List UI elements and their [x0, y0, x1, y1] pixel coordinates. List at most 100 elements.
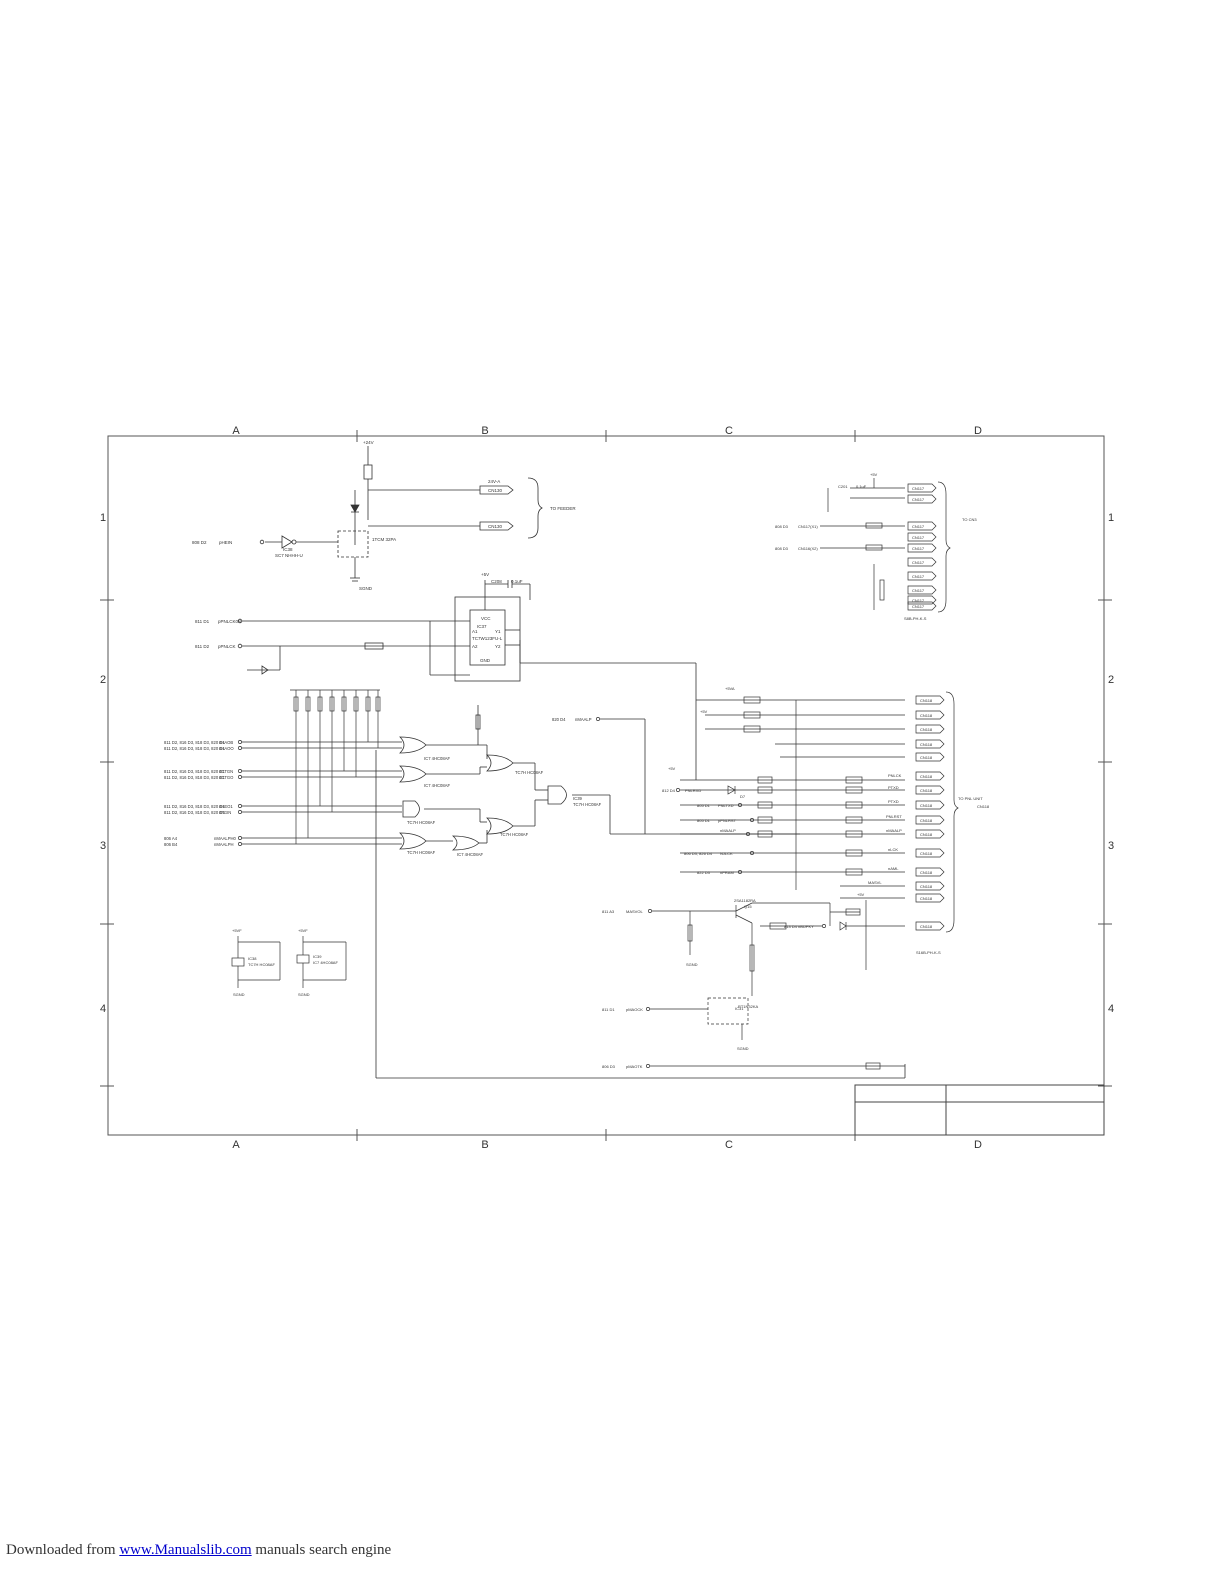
- ic31-ref: IC31: [735, 1006, 744, 1011]
- or-in-5-ref: 811 D2, 816 D3, 818 D3, 820 D1: [164, 804, 225, 809]
- title-block: [854, 1084, 1105, 1136]
- col-label-top-a: A: [232, 425, 240, 437]
- or-in-7-name: nMAALPH0: [214, 836, 237, 841]
- cn118-connector: CN118: [977, 804, 990, 809]
- ic37-a1: A1: [472, 629, 478, 634]
- cn117-pin-5: CN117: [912, 546, 925, 551]
- cn117-pin-6: CN117: [912, 560, 925, 565]
- cn118-pin-2: CN118: [920, 713, 933, 718]
- manualslib-link[interactable]: www.Manualslib.com: [119, 1542, 252, 1558]
- ic37-ref: IC37: [477, 624, 487, 629]
- cn118-pin-11: CN118: [920, 851, 933, 856]
- cn118-pin-5: CN118: [920, 755, 933, 760]
- cn118-in-1-name: PNLRXD: [685, 788, 701, 793]
- cn118-supply-3: +5V: [668, 766, 676, 771]
- bottom-supply: +5V: [857, 892, 865, 897]
- decoupling-vcc-b: +5VF: [298, 928, 308, 933]
- sheet-border: [107, 435, 1105, 1136]
- or-in-2-ref: 811 D2, 816 D3, 818 D3, 820 D1: [164, 746, 225, 751]
- or-in-3-name: nCTGN: [219, 769, 233, 774]
- cn117-cap-value: 0.1uF: [856, 484, 867, 489]
- col-label-top-d: D: [974, 425, 982, 437]
- cn117-pin-9: CN117: [912, 598, 925, 603]
- left-sig-2-name: pPNLCK: [218, 644, 236, 649]
- ic37-vcc: VCC: [481, 616, 491, 621]
- left-sig-1-port: [237, 618, 243, 624]
- cn117-in2-ref: 808 D3: [775, 546, 789, 551]
- or-in-7-ref: 806 A4: [164, 836, 178, 841]
- cn118-block: [680, 696, 905, 899]
- or-in-1-ref: 811 D2, 816 D3, 818 D3, 820 D1: [164, 740, 225, 745]
- gate-out-name: nMAALP: [575, 717, 592, 722]
- input-lines: [242, 741, 402, 845]
- cn118-supply-1: +5VA: [725, 686, 735, 691]
- row-label-right-4: 4: [1108, 1003, 1114, 1015]
- cn117-pin-7: CN117: [912, 574, 925, 579]
- cn118-sig-2: PTXD: [888, 785, 899, 790]
- cn118-in-4-name: nMAALP: [720, 828, 736, 833]
- buffer-ref: IC38: [283, 547, 293, 552]
- cn117-label: TO CN3: [962, 517, 977, 522]
- col-label-top-b: B: [481, 425, 488, 437]
- col-label-bottom-c: C: [725, 1139, 733, 1151]
- cn118-in-2-name: PNLTXD: [718, 803, 734, 808]
- row-label-right-3: 3: [1108, 840, 1114, 852]
- cn118-sig-1: PNLCK: [888, 773, 902, 778]
- cn117-pin-10: CN117: [912, 604, 925, 609]
- bupky-signal: 813 D4 nBUPKY: [784, 924, 814, 929]
- cn118-pin-6: CN118: [920, 774, 933, 779]
- cn118-pin-10: CN118: [920, 832, 933, 837]
- decoupling-ic-b-part: IC7 4HC08AF: [313, 960, 338, 965]
- cn118-sig-3: PTXD: [888, 799, 899, 804]
- cn118-sig-7: nLCK: [888, 847, 898, 852]
- cn118-part: S16B-PH-K-S: [916, 950, 941, 955]
- cn117-supply: +5V: [870, 472, 878, 477]
- feeder-section: [265, 446, 543, 582]
- q15-ref: Q15: [744, 904, 752, 909]
- cn117-pin-1: CN117: [912, 486, 925, 491]
- cn117-part: S8B-PH-K-S: [904, 616, 927, 621]
- or-input-ports: [238, 717, 600, 846]
- col-label-bottom-d: D: [974, 1139, 982, 1151]
- col-label-top-c: C: [725, 425, 733, 437]
- cn118-pin-8: CN118: [920, 803, 933, 808]
- decoupling-ic-b: IC39: [313, 954, 322, 959]
- cn118-pin-14: CN118: [920, 896, 933, 901]
- buffer-part: SC7 NHHH-U: [275, 553, 303, 558]
- cn118-diode: D7: [740, 794, 746, 799]
- or-in-8-ref: 806 B4: [164, 842, 178, 847]
- bottom-ground-2: SGND: [737, 1046, 749, 1051]
- decoupling-ic-a-part: TC7H HC08AF: [248, 962, 275, 967]
- ic37-cap: C208: [491, 579, 502, 584]
- cn118-supply-2: +5V: [700, 709, 708, 714]
- feeder-ground: SGND: [359, 586, 373, 591]
- gate-part-b-2: TC7H HC08AF: [407, 850, 436, 855]
- decoupling-ic-a: IC38: [248, 956, 257, 961]
- cn117-pin-8: CN117: [912, 588, 925, 593]
- pheIn-ref: 808 D2: [192, 540, 207, 545]
- ic37-y2: Y2: [495, 644, 501, 649]
- ic37-y1: Y1: [495, 629, 501, 634]
- cn117-in1-ref: 808 D3: [775, 524, 789, 529]
- row-label-left-2: 2: [100, 674, 106, 686]
- cn118-pin-1: CN118: [920, 698, 933, 703]
- q15-part: 2SA1182RA: [734, 898, 756, 903]
- row-label-left-4: 4: [100, 1003, 106, 1015]
- col-label-bottom-b: B: [481, 1139, 488, 1151]
- pmaock-name: pMAOCK: [626, 1007, 643, 1012]
- cn118-sig-4: PNLRST: [886, 814, 902, 819]
- cn118-pin-12: CN118: [920, 870, 933, 875]
- decoupling-gnd-b: SGND: [298, 992, 310, 997]
- cn117-pin-2: CN117: [912, 497, 925, 502]
- ic37-cap-value: 0.1uF: [511, 579, 523, 584]
- cn130-lower: CN130: [488, 524, 503, 529]
- bottom-input-ports: [646, 909, 826, 1068]
- gate-part-b-5: TC7H HC08AF: [573, 802, 602, 807]
- ic37-a2: A2: [472, 644, 478, 649]
- cn118-in-2-ref: 805 D1: [697, 803, 711, 808]
- cn118-sig-5: nMAALP: [886, 828, 902, 833]
- cn118-in-5-name: NJLCK: [720, 851, 733, 856]
- left-sig-2-port: [237, 643, 243, 649]
- pheIn-port: [259, 539, 265, 545]
